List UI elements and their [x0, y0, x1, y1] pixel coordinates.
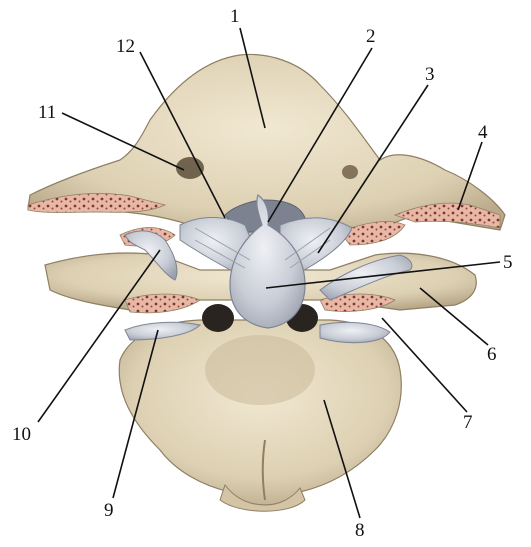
label-12: 12: [116, 36, 135, 57]
label-5: 5: [503, 252, 513, 273]
label-10: 10: [12, 424, 31, 445]
label-8: 8: [355, 520, 365, 541]
leader-4: [457, 141, 483, 211]
leader-10: [37, 249, 161, 423]
leader-7: [381, 317, 468, 413]
left-marrow-middle: [124, 293, 201, 314]
label-1: 1: [230, 6, 240, 27]
label-2: 2: [366, 26, 376, 47]
leader-1: [239, 27, 266, 129]
right-capsule-lower: [319, 321, 391, 344]
left-capsule-upper: [124, 230, 178, 281]
left-marrow-upper: [27, 193, 167, 213]
leader-lines: [37, 27, 501, 519]
leader-12: [139, 51, 226, 219]
labels: 1 2 3 4 5 6 7 8 9 10 11 12: [12, 6, 513, 541]
label-11: 11: [38, 102, 56, 123]
label-3: 3: [425, 64, 435, 85]
right-marrow-upper: [393, 202, 501, 229]
leader-3: [317, 84, 429, 254]
label-7: 7: [463, 412, 473, 433]
cruciate-ligament: [229, 194, 306, 329]
central-ligaments: [179, 194, 353, 329]
leader-5: [265, 261, 501, 289]
left-capsule-lower: [124, 321, 202, 341]
leader-9: [112, 329, 159, 499]
lower-bone: [118, 319, 402, 512]
upper-bone: [27, 53, 506, 241]
label-4: 4: [478, 122, 488, 143]
leader-6: [419, 287, 489, 346]
label-6: 6: [487, 344, 497, 365]
right-marrow-middle: [319, 293, 396, 312]
label-9: 9: [104, 500, 114, 521]
leader-2: [267, 47, 373, 223]
leader-11: [61, 112, 185, 171]
left-foramen: [202, 304, 234, 332]
leader-8: [323, 399, 361, 519]
